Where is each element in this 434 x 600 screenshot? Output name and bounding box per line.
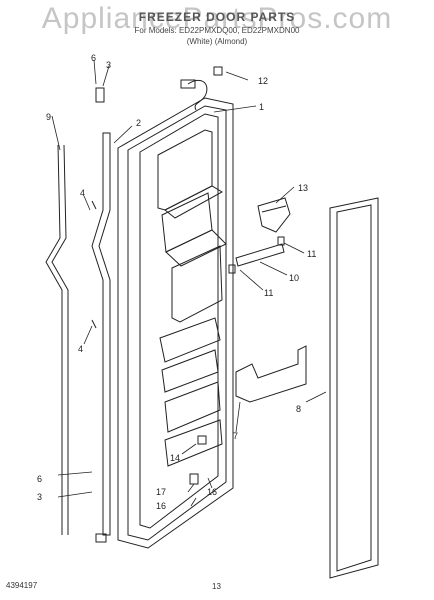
callout-14: 14 [170, 453, 180, 463]
color-variants: (White) (Almond) [186, 37, 248, 46]
gasket-strip [45, 144, 69, 535]
watermark: AppliancePartsPros.com [41, 2, 393, 35]
callout-labels: 1 2 3 3 4 4 6 6 7 8 9 10 11 11 12 13 14 … [37, 53, 316, 511]
door-gasket [329, 197, 379, 579]
hardware [91, 87, 285, 543]
wire-harness [180, 66, 223, 111]
callout-1: 1 [259, 102, 264, 112]
callout-7: 7 [233, 431, 238, 441]
page-number: 13 [212, 582, 221, 591]
callout-9: 9 [46, 112, 51, 122]
door-liner [157, 129, 227, 467]
callout-16-left: 16 [156, 501, 166, 511]
model-list: For Models: ED22PMXDQ00, ED22PMXDN00 [134, 26, 300, 35]
callout-11-lower: 11 [264, 288, 273, 298]
callout-3-bottom: 3 [37, 492, 42, 502]
document-number: 4394197 [6, 581, 38, 590]
callout-11-upper: 11 [307, 249, 316, 259]
callout-12: 12 [258, 76, 268, 86]
trim-strip [235, 243, 285, 267]
page-title: FREEZER DOOR PARTS [138, 10, 296, 24]
callout-4-top: 4 [80, 188, 85, 198]
callout-17: 17 [156, 487, 166, 497]
dispenser-chute [257, 197, 291, 233]
callout-4-bottom: 4 [78, 344, 83, 354]
callout-6-top: 6 [91, 53, 96, 63]
callout-6-bottom: 6 [37, 474, 42, 484]
door-panel [117, 97, 234, 549]
hinge-bracket [91, 132, 111, 536]
leader-lines [51, 59, 327, 507]
callout-2: 2 [136, 118, 141, 128]
door-bin [235, 345, 307, 403]
callout-8: 8 [296, 404, 301, 414]
callout-16-right: 16 [207, 487, 217, 497]
callout-10: 10 [289, 273, 299, 283]
callout-13: 13 [298, 183, 308, 193]
callout-3-top: 3 [106, 60, 111, 70]
